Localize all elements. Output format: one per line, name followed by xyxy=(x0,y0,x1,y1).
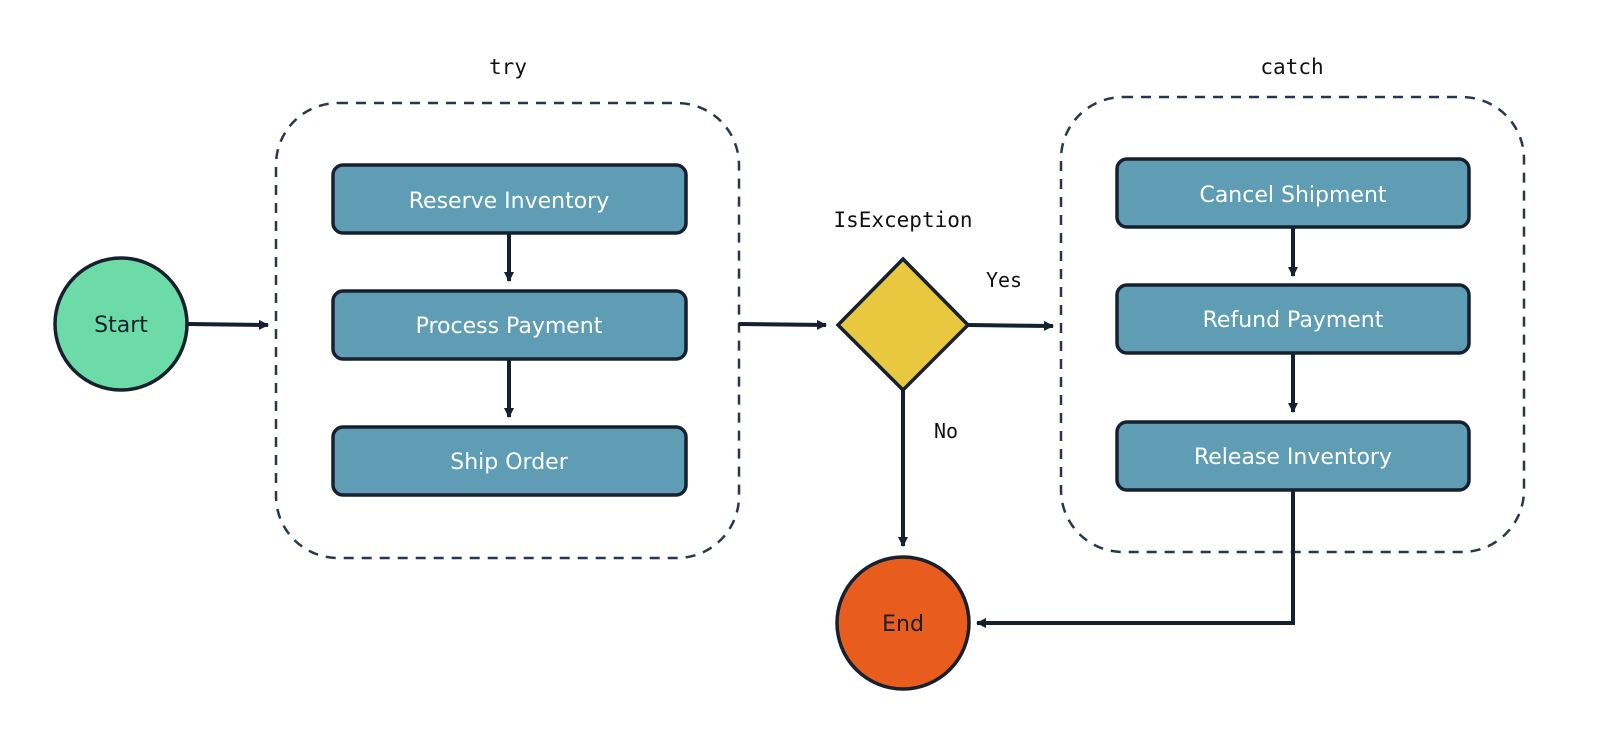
task-label: Process Payment xyxy=(416,314,603,339)
task-label: Ship Order xyxy=(450,450,568,475)
edge-release-to-end xyxy=(976,490,1295,628)
start-circle xyxy=(53,256,189,392)
end-node: End xyxy=(835,555,971,691)
try-group-box xyxy=(274,101,741,560)
task-box xyxy=(331,289,688,361)
task-refund-payment: Refund Payment xyxy=(1115,283,1471,355)
task-release-inventory: Release Inventory xyxy=(1115,420,1471,492)
task-box xyxy=(331,425,688,497)
decision-diamond xyxy=(835,256,971,393)
task-label: Release Inventory xyxy=(1194,445,1392,470)
task-ship-order: Ship Order xyxy=(331,425,688,497)
task-box xyxy=(1115,157,1471,229)
task-reserve-inventory: Reserve Inventory xyxy=(331,163,688,235)
task-cancel-shipment: Cancel Shipment xyxy=(1115,157,1471,229)
edge-label-no: No xyxy=(934,419,958,443)
end-circle xyxy=(835,555,971,691)
task-label: Cancel Shipment xyxy=(1199,183,1386,208)
task-box xyxy=(1115,420,1471,492)
edge-start-to-try xyxy=(187,319,269,330)
task-label: Reserve Inventory xyxy=(409,189,610,214)
task-box xyxy=(1115,283,1471,355)
task-label: Refund Payment xyxy=(1203,308,1384,333)
end-label: End xyxy=(882,612,924,637)
edge-try-to-decision xyxy=(738,319,827,330)
task-process-payment: Process Payment xyxy=(331,289,688,361)
start-node: Start xyxy=(53,256,189,392)
try-group-label: try xyxy=(489,55,527,79)
edge-label-yes: Yes xyxy=(986,268,1022,292)
start-label: Start xyxy=(94,313,148,338)
decision-label: IsException xyxy=(833,208,972,232)
decision-node: IsException xyxy=(833,208,973,393)
edge-decision-yes xyxy=(967,320,1054,331)
task-box xyxy=(331,163,688,235)
catch-group-label: catch xyxy=(1260,55,1323,79)
